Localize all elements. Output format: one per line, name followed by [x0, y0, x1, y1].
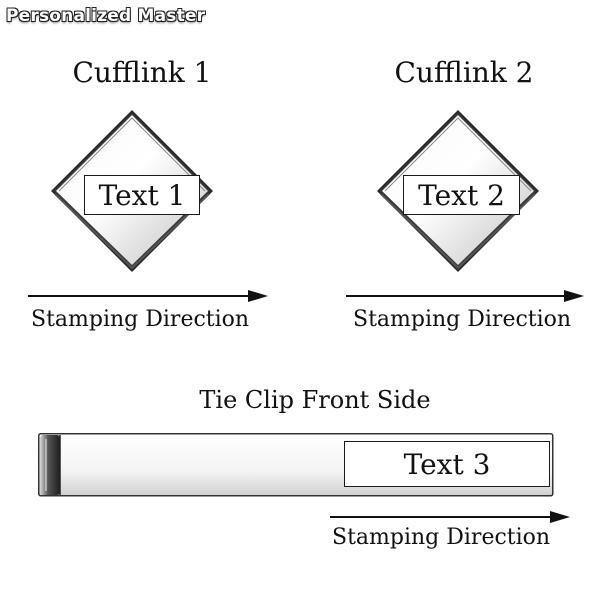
cufflink-1-text-area: Text 1 — [84, 175, 200, 215]
tie-clip-text-area: Text 3 — [344, 441, 550, 487]
cufflink-2-direction-arrow — [346, 290, 584, 302]
cufflink-1-direction-label: Stamping Direction — [31, 307, 250, 332]
cufflink-2-text-area: Text 2 — [403, 175, 520, 215]
cufflink-1-direction-arrow — [28, 290, 268, 302]
tie-clip-heading: Tie Clip Front Side — [199, 386, 431, 414]
cufflink-1-heading: Cufflink 1 — [72, 56, 212, 89]
cufflink-2-heading: Cufflink 2 — [394, 56, 534, 89]
tie-clip-direction-arrow — [330, 511, 570, 523]
brand-watermark: Personalized Master — [6, 6, 206, 26]
tie-clip-direction-label: Stamping Direction — [332, 525, 551, 550]
cufflink-2-direction-label: Stamping Direction — [353, 307, 572, 332]
